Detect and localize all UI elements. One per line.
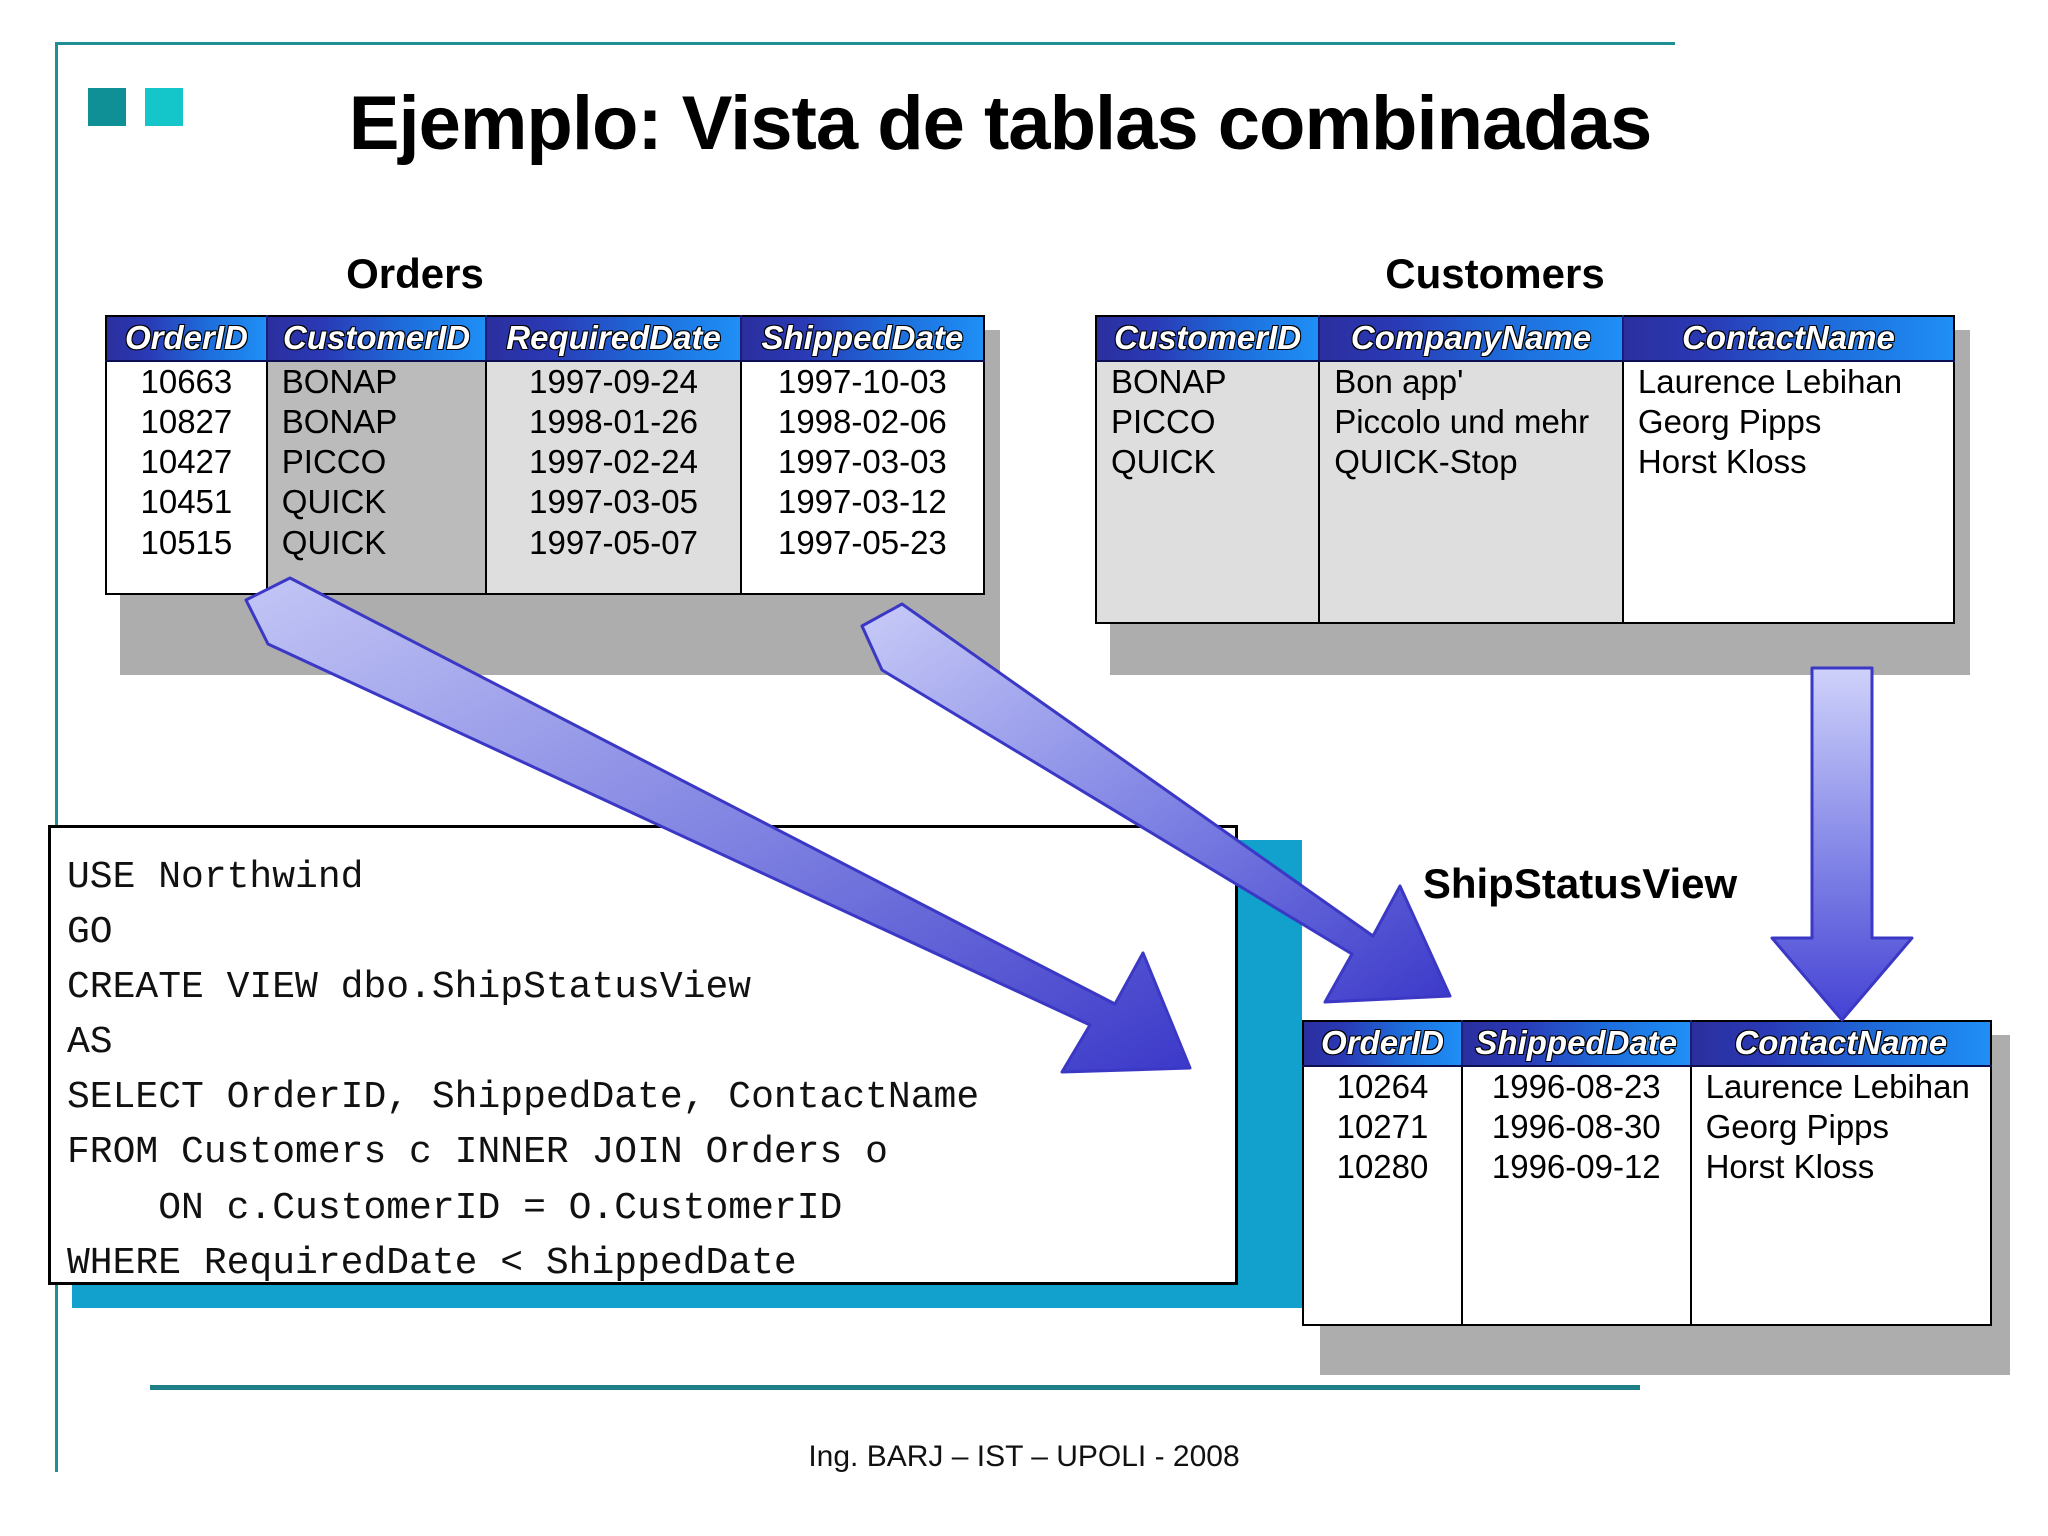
- orders-cell: 1997-03-03: [740, 442, 984, 483]
- customers-cell: Piccolo und mehr: [1319, 401, 1624, 443]
- view-cell: Laurence Lebihan: [1690, 1065, 1991, 1107]
- customers-cell: Horst Kloss: [1622, 442, 1954, 483]
- view-cell: Horst Kloss: [1690, 1147, 1991, 1188]
- orders-cell: PICCO: [266, 442, 488, 483]
- orders-table: OrderID CustomerID RequiredDate ShippedD…: [105, 315, 985, 595]
- view-col-orderid: OrderID: [1303, 1021, 1463, 1067]
- view-cell-empty: [1461, 1187, 1692, 1326]
- view-cell: 1996-08-30: [1461, 1106, 1692, 1148]
- table-row-filler: [106, 562, 984, 594]
- customers-col-companyname: CompanyName: [1319, 316, 1624, 362]
- orders-cell: 1997-03-05: [486, 482, 742, 523]
- view-col-contactname: ContactName: [1690, 1021, 1991, 1067]
- customers-table-caption: Customers: [1385, 250, 1605, 297]
- customers-cell: Georg Pipps: [1622, 401, 1954, 443]
- orders-cell: 1997-02-24: [486, 442, 742, 483]
- customers-cell: Laurence Lebihan: [1622, 360, 1954, 402]
- table-row: QUICK QUICK-Stop Horst Kloss: [1096, 442, 1954, 483]
- arrow-customers-to-view: [1770, 666, 1914, 1022]
- orders-table-caption: Orders: [346, 250, 484, 297]
- orders-cell: 10451: [106, 482, 268, 523]
- orders-cell: BONAP: [266, 360, 488, 402]
- orders-cell-empty: [266, 562, 488, 594]
- customers-cell: BONAP: [1096, 360, 1321, 402]
- view-header-row: OrderID ShippedDate ContactName: [1303, 1021, 1991, 1067]
- orders-cell: 1997-09-24: [486, 360, 742, 402]
- orders-cell: 10515: [106, 522, 268, 563]
- orders-cell: 10427: [106, 442, 268, 483]
- table-row: 10280 1996-09-12 Horst Kloss: [1303, 1147, 1991, 1188]
- customers-header-row: CustomerID CompanyName ContactName: [1096, 316, 1954, 362]
- orders-cell-empty: [486, 562, 742, 594]
- ship-status-view-table: OrderID ShippedDate ContactName 10264 19…: [1302, 1020, 1992, 1327]
- orders-cell: 1998-02-06: [740, 401, 984, 443]
- decoration-square-light: [145, 88, 183, 126]
- orders-cell: 10663: [106, 360, 268, 402]
- customers-cell: PICCO: [1096, 401, 1321, 443]
- orders-cell: QUICK: [266, 522, 488, 563]
- table-row: 10271 1996-08-30 Georg Pipps: [1303, 1106, 1991, 1148]
- customers-cell: QUICK-Stop: [1319, 442, 1624, 483]
- sql-code-block: USE Northwind GO CREATE VIEW dbo.ShipSta…: [48, 825, 1238, 1285]
- orders-cell: 10827: [106, 401, 268, 443]
- view-cell: 1996-09-12: [1461, 1147, 1692, 1188]
- sql-code-text: USE Northwind GO CREATE VIEW dbo.ShipSta…: [67, 856, 980, 1285]
- orders-cell: 1997-05-07: [486, 522, 742, 563]
- orders-col-customerid: CustomerID: [266, 316, 488, 362]
- table-row: 10451 QUICK 1997-03-05 1997-03-12: [106, 482, 984, 523]
- view-cell: 10271: [1303, 1106, 1463, 1148]
- orders-col-orderid: OrderID: [106, 316, 268, 362]
- orders-col-shippeddate: ShippedDate: [740, 316, 984, 362]
- view-cell: Georg Pipps: [1690, 1106, 1991, 1148]
- orders-cell: QUICK: [266, 482, 488, 523]
- view-cell-empty: [1690, 1187, 1991, 1326]
- orders-cell: BONAP: [266, 401, 488, 443]
- view-col-shippeddate: ShippedDate: [1461, 1021, 1692, 1067]
- customers-cell-empty: [1622, 482, 1954, 624]
- bottom-divider-line: [150, 1385, 1640, 1390]
- customers-cell-empty: [1096, 482, 1321, 624]
- table-row: 10427 PICCO 1997-02-24 1997-03-03: [106, 442, 984, 483]
- customers-cell: Bon app': [1319, 360, 1624, 402]
- view-cell: 10280: [1303, 1147, 1463, 1188]
- footer-credit: Ing. BARJ – IST – UPOLI - 2008: [808, 1440, 1240, 1473]
- table-row-filler: [1303, 1187, 1991, 1326]
- view-cell-empty: [1303, 1187, 1463, 1326]
- table-row: 10515 QUICK 1997-05-07 1997-05-23: [106, 522, 984, 563]
- orders-cell-empty: [740, 562, 984, 594]
- orders-cell: 1998-01-26: [486, 401, 742, 443]
- customers-table: CustomerID CompanyName ContactName BONAP…: [1095, 315, 1955, 625]
- table-row: 10827 BONAP 1998-01-26 1998-02-06: [106, 401, 984, 443]
- orders-cell: 1997-03-12: [740, 482, 984, 523]
- view-table-caption: ShipStatusView: [1422, 860, 1738, 907]
- orders-col-requireddate: RequiredDate: [486, 316, 742, 362]
- orders-header-row: OrderID CustomerID RequiredDate ShippedD…: [106, 316, 984, 362]
- table-row-filler: [1096, 482, 1954, 624]
- table-row: PICCO Piccolo und mehr Georg Pipps: [1096, 401, 1954, 443]
- table-row: 10264 1996-08-23 Laurence Lebihan: [1303, 1065, 1991, 1107]
- top-divider-line: [55, 42, 1675, 45]
- view-cell: 1996-08-23: [1461, 1065, 1692, 1107]
- view-cell: 10264: [1303, 1065, 1463, 1107]
- customers-cell: QUICK: [1096, 442, 1321, 483]
- left-divider-line: [55, 42, 58, 1472]
- customers-col-customerid: CustomerID: [1096, 316, 1321, 362]
- orders-cell-empty: [106, 562, 268, 594]
- customers-cell-empty: [1319, 482, 1624, 624]
- table-row: 10663 BONAP 1997-09-24 1997-10-03: [106, 360, 984, 402]
- customers-col-contactname: ContactName: [1622, 316, 1954, 362]
- decoration-square-dark: [88, 88, 126, 126]
- orders-cell: 1997-05-23: [740, 522, 984, 563]
- page-title: Ejemplo: Vista de tablas combinadas: [348, 81, 1652, 166]
- table-row: BONAP Bon app' Laurence Lebihan: [1096, 360, 1954, 402]
- orders-cell: 1997-10-03: [740, 360, 984, 402]
